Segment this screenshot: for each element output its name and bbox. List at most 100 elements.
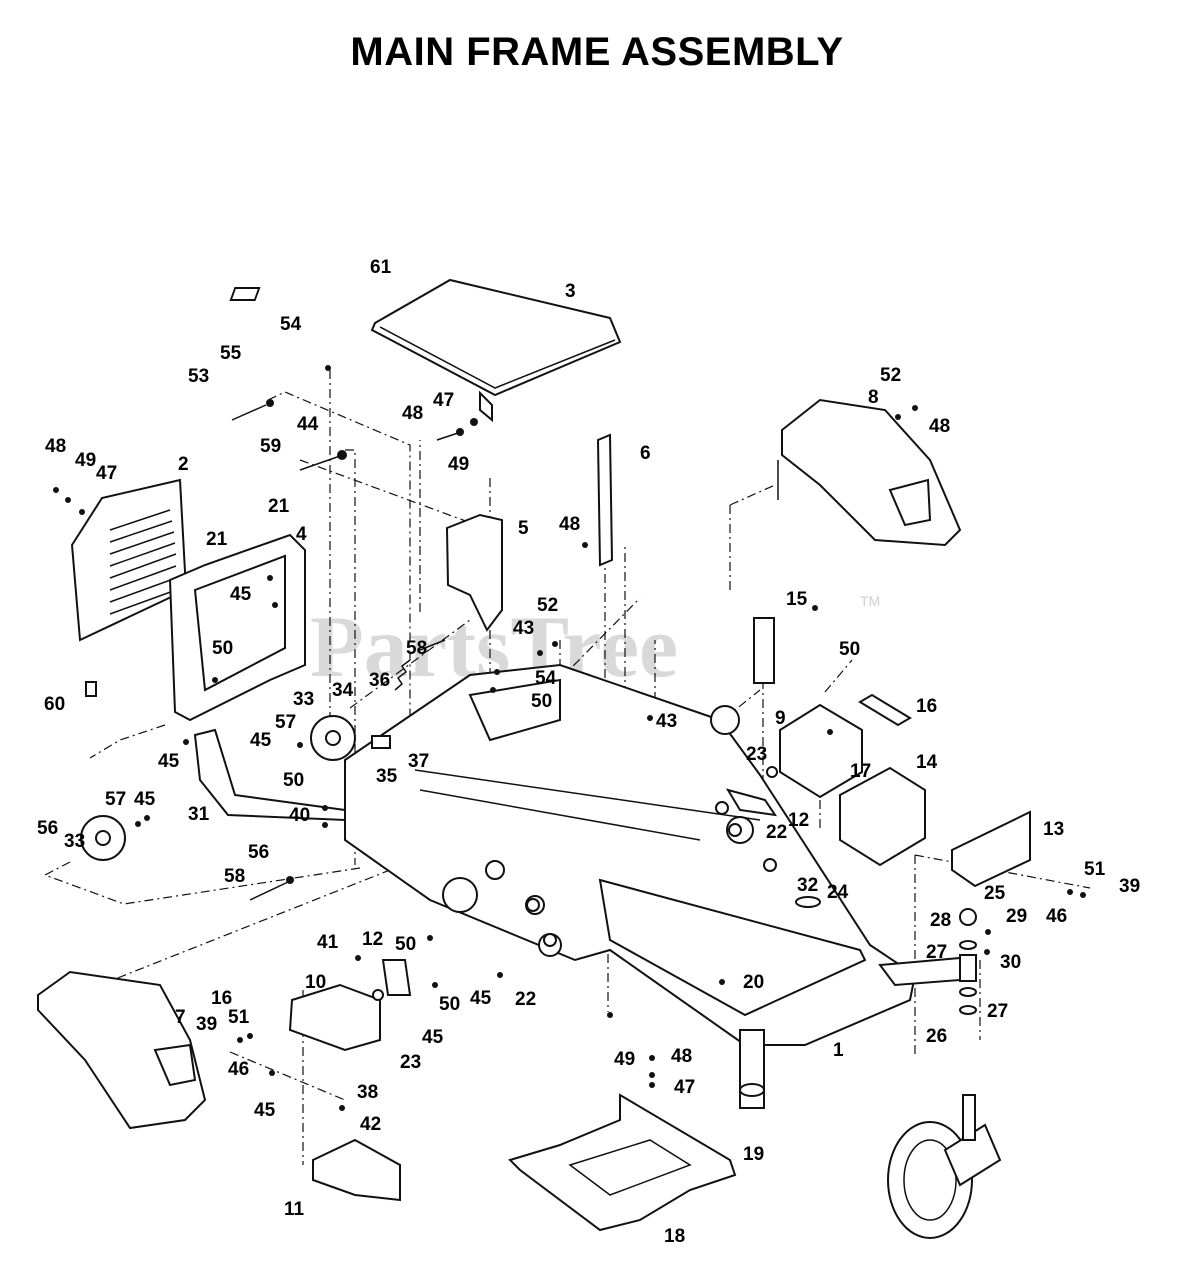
part-14-box [839,766,926,867]
callout-31: 31 [188,804,210,825]
callout-35: 35 [376,766,398,787]
callout-49-c: 49 [614,1049,635,1070]
part-12-bracket-lower [381,959,412,996]
callout-57-lower: 57 [105,789,126,810]
callout-49-a: 49 [75,450,96,471]
callout-39-right: 39 [1119,876,1140,897]
callout-61: 61 [370,257,392,278]
part-12-bracket-upper [725,788,778,817]
callout-7: 7 [175,1007,186,1028]
part-1-main-frame [344,663,917,1109]
callout-56-right: 56 [248,842,269,863]
callout-47-b: 47 [433,390,454,411]
part-5-bracket [445,513,503,632]
callout-5: 5 [518,518,529,539]
callout-55: 55 [220,343,242,364]
callout-9: 9 [775,708,786,729]
callout-46-left: 46 [228,1059,249,1080]
callout-58-upper: 58 [406,638,427,659]
callout-28: 28 [930,910,951,931]
callout-26: 26 [926,1026,947,1047]
callout-12-lower: 12 [362,929,383,950]
callout-45-a: 45 [230,584,252,605]
callout-17: 17 [850,761,871,782]
part-31-guard [193,728,346,822]
callout-50-b: 50 [839,639,860,660]
part-6-bracket [596,433,614,567]
diagram-title: MAIN FRAME ASSEMBLY [350,30,844,74]
callout-48-b: 48 [402,403,423,424]
callout-27-lower: 27 [987,1001,1008,1022]
callout-22-left: 22 [515,989,536,1010]
callout-39-left: 39 [196,1014,217,1035]
callout-46-right: 46 [1046,906,1067,927]
part-15-bracket [753,617,775,684]
callout-33-upper: 33 [293,689,314,710]
callout-43-upper: 43 [513,618,534,639]
callout-58-lower: 58 [224,866,245,887]
callout-2: 2 [178,454,189,475]
callout-labels: 1 2 3 4 5 6 7 8 9 10 11 12 12 13 14 15 1… [37,257,1140,1247]
part-10-bracket [288,983,381,1052]
callout-45-f: 45 [422,1027,444,1048]
callout-38: 38 [357,1082,378,1103]
callout-14: 14 [916,752,938,773]
part-36-spring [394,659,411,691]
watermark-trademark: TM [860,593,880,609]
callout-13: 13 [1043,819,1064,840]
part-3-top-cover [229,278,622,423]
callout-50-e: 50 [395,934,416,955]
bolts [231,404,459,901]
callout-53: 53 [188,366,209,387]
part-2-grille-panel [70,478,188,697]
callout-60: 60 [44,694,65,715]
callout-42: 42 [360,1114,381,1135]
callout-21-upper: 21 [268,496,290,517]
callout-23-upper: 23 [746,744,767,765]
callout-51-right: 51 [1084,859,1106,880]
callout-16-upper: 16 [916,696,937,717]
callout-44: 44 [297,414,319,435]
callout-4: 4 [296,524,307,545]
callout-45-d: 45 [134,789,156,810]
part-19-floor-pan [508,1093,737,1232]
callout-33-lower: 33 [64,831,85,852]
callout-47-a: 47 [96,463,117,484]
callout-52-lower: 52 [537,595,558,616]
part-16-plate [858,693,912,727]
callout-41: 41 [317,932,339,953]
callout-45-e: 45 [470,988,492,1009]
part-33-pulley-upper [310,715,356,761]
callout-10: 10 [305,972,326,993]
part-37-bushing [371,735,391,749]
hardware-fasteners [53,365,1086,1111]
callout-50-c: 50 [531,691,552,712]
callout-23-lower: 23 [400,1052,421,1073]
part-9-box [779,703,863,799]
part-11-plate [312,1138,401,1202]
callout-30: 30 [1000,952,1021,973]
callout-49-b: 49 [448,454,469,475]
callout-54-upper: 54 [280,314,302,335]
part-8-right-fender [777,398,962,547]
callout-3: 3 [565,281,576,302]
callout-51-left: 51 [228,1007,250,1028]
callout-48-e: 48 [671,1046,692,1067]
callout-25: 25 [984,883,1006,904]
callout-48-d: 48 [929,416,950,437]
callout-32: 32 [797,875,818,896]
callout-20: 20 [743,972,764,993]
callout-48-a: 48 [45,436,66,457]
grommets [372,766,821,1001]
callout-29: 29 [1006,906,1027,927]
callout-34: 34 [332,680,354,701]
callout-48-c: 48 [559,514,580,535]
callout-24: 24 [827,882,849,903]
caster-wheel-assembly [878,908,1002,1239]
part-4-rear-frame [168,533,306,722]
callout-12-upper: 12 [788,810,809,831]
callout-45-c: 45 [158,751,180,772]
callout-43-lower: 43 [656,711,677,732]
callout-15: 15 [786,589,808,610]
callout-47-c: 47 [674,1077,695,1098]
